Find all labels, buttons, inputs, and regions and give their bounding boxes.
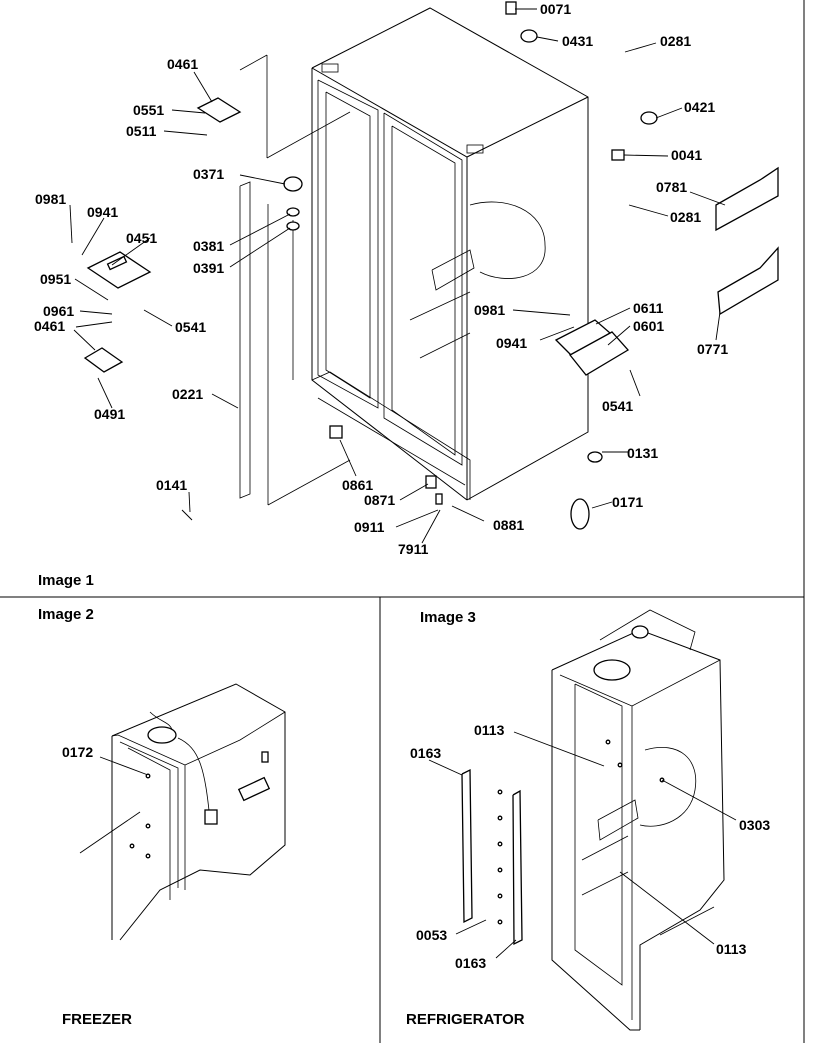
part-label-0861: 0861 bbox=[342, 477, 373, 493]
part-label-0941-left: 0941 bbox=[87, 204, 118, 220]
part-label-0601: 0601 bbox=[633, 318, 664, 334]
part-label-0391: 0391 bbox=[193, 260, 224, 276]
image2-drawing bbox=[79, 683, 286, 941]
part-label-0131: 0131 bbox=[627, 445, 658, 461]
part-label-0421: 0421 bbox=[684, 99, 715, 115]
part-label-0541-right: 0541 bbox=[602, 398, 633, 414]
part-label-0071: 0071 bbox=[540, 1, 571, 17]
image1-labels: 0071 0431 0281 0461 0551 0511 0421 0041 … bbox=[34, 1, 728, 589]
image1-caption: Image 1 bbox=[38, 572, 94, 589]
freezer-title: FREEZER bbox=[62, 1011, 132, 1028]
part-label-0053: 0053 bbox=[416, 927, 447, 943]
part-label-7911: 7911 bbox=[398, 541, 429, 557]
part-label-0281-mid: 0281 bbox=[670, 209, 701, 225]
part-label-0041: 0041 bbox=[671, 147, 702, 163]
refrigerator-title: REFRIGERATOR bbox=[406, 1011, 525, 1028]
image3-drawing bbox=[428, 609, 737, 1031]
part-label-0381: 0381 bbox=[193, 238, 224, 254]
part-label-0541-left: 0541 bbox=[175, 319, 206, 335]
part-label-0941-right: 0941 bbox=[496, 335, 527, 351]
image3-labels: Image 3 0113 0163 0303 0053 0163 0113 RE… bbox=[406, 609, 770, 1028]
part-label-0871: 0871 bbox=[364, 492, 395, 508]
part-label-0551: 0551 bbox=[133, 102, 164, 118]
part-label-0172: 0172 bbox=[62, 744, 93, 760]
part-label-0303: 0303 bbox=[739, 817, 770, 833]
image3-caption: Image 3 bbox=[420, 609, 476, 626]
part-label-0113-top: 0113 bbox=[474, 722, 505, 738]
part-label-0431: 0431 bbox=[562, 33, 593, 49]
part-label-0771: 0771 bbox=[697, 341, 728, 357]
part-label-0163-top: 0163 bbox=[410, 745, 441, 761]
part-label-0951: 0951 bbox=[40, 271, 71, 287]
part-label-0981-right: 0981 bbox=[474, 302, 505, 318]
part-label-0461-bottom: 0461 bbox=[34, 318, 65, 334]
part-label-0221: 0221 bbox=[172, 386, 203, 402]
part-label-0981-left: 0981 bbox=[35, 191, 66, 207]
part-label-0491: 0491 bbox=[94, 406, 125, 422]
image2-caption: Image 2 bbox=[38, 606, 94, 623]
part-label-0171: 0171 bbox=[612, 494, 643, 510]
part-label-0163-bottom: 0163 bbox=[455, 955, 486, 971]
part-label-0961: 0961 bbox=[43, 303, 74, 319]
part-label-0113-bottom: 0113 bbox=[716, 941, 747, 957]
part-label-0281-top: 0281 bbox=[660, 33, 691, 49]
part-label-0451: 0451 bbox=[126, 230, 157, 246]
part-label-0371: 0371 bbox=[193, 166, 224, 182]
part-label-0881: 0881 bbox=[493, 517, 524, 533]
part-label-0911: 0911 bbox=[354, 519, 385, 535]
part-label-0781: 0781 bbox=[656, 179, 687, 195]
image1-drawing bbox=[69, 1, 779, 544]
part-label-0511: 0511 bbox=[126, 123, 157, 139]
image2-labels: Image 2 0172 FREEZER bbox=[38, 606, 132, 1028]
part-label-0141: 0141 bbox=[156, 477, 187, 493]
part-label-0611: 0611 bbox=[633, 300, 664, 316]
part-label-0461-top: 0461 bbox=[167, 56, 198, 72]
